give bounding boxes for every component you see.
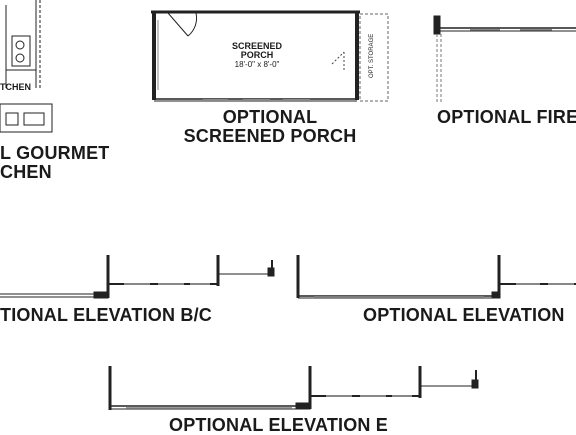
screened-porch-room-name-line1: SCREENED (231, 41, 283, 51)
kitchen-fragment (0, 0, 53, 133)
gourmet-kitchen-label-line1: L GOURMET (0, 143, 110, 163)
gourmet-kitchen-label-line2: CHEN (0, 162, 52, 182)
fireplace-fragment (433, 15, 576, 102)
elevation-e-plan (108, 366, 479, 410)
porch-title-line2: SCREENED PORCH (183, 126, 357, 146)
elevation-right-plan (296, 255, 576, 299)
screened-porch-room-name-line2: PORCH (240, 50, 274, 60)
optional-elevation-e-label: OPTIONAL ELEVATION E (169, 415, 389, 435)
screened-porch-dimensions: 18'-0" x 8'-0" (234, 60, 280, 69)
kitchen-label: TCHEN (0, 82, 31, 92)
opt-storage-label: OPT. STORAGE (369, 33, 375, 78)
optional-fireplace-label: OPTIONAL FIRE (437, 107, 576, 127)
screened-porch-plan (151, 10, 389, 102)
elevation-bc-plan (0, 255, 275, 299)
sink-icon (15, 40, 25, 50)
optional-elevation-label: OPTIONAL ELEVATION (363, 305, 565, 325)
optional-elevation-bc-label: TIONAL ELEVATION B/C (0, 305, 213, 325)
porch-title-line1: OPTIONAL (222, 107, 318, 127)
